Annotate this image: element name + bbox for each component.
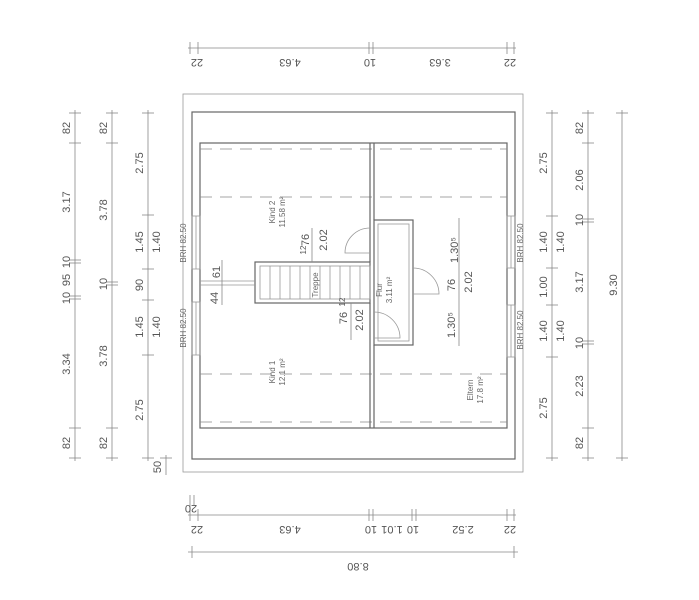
svg-text:2.75: 2.75 <box>134 152 146 173</box>
svg-text:90: 90 <box>134 279 146 291</box>
staircase <box>200 261 371 304</box>
dimension-left: 82 3.17 10 95 10 3.34 82 82 3.78 10 3.78… <box>61 110 172 475</box>
room-kind1-area: 12.1 m² <box>278 358 287 385</box>
window-label: BRH 82.50 <box>179 308 188 348</box>
svg-text:10: 10 <box>407 523 419 535</box>
dimension-right: 2.75 1.40 1.40 1.00 1.40 1.40 2.75 82 2.… <box>538 110 628 461</box>
svg-text:8.80: 8.80 <box>347 560 368 572</box>
svg-text:1.40: 1.40 <box>151 231 163 252</box>
svg-text:1.40: 1.40 <box>538 320 550 341</box>
interior-dimensions: 44 61 12 76 2.02 76 12 2.02 1.30⁵ 76 2.0… <box>209 218 475 346</box>
svg-text:9.30: 9.30 <box>608 274 620 295</box>
svg-text:3.17: 3.17 <box>574 271 586 292</box>
room-flur-area: 3.11 m² <box>385 276 394 303</box>
svg-text:44: 44 <box>209 292 221 304</box>
svg-text:95: 95 <box>61 274 73 286</box>
room-eltern-name: Eltern <box>466 380 475 401</box>
svg-text:4.63: 4.63 <box>279 56 300 68</box>
svg-text:22: 22 <box>191 56 203 68</box>
room-kind1-name: Kind 1 <box>268 360 277 383</box>
svg-text:10: 10 <box>574 214 586 226</box>
window-label: BRH 82.50 <box>179 223 188 263</box>
svg-text:10: 10 <box>364 56 376 68</box>
svg-text:1.45: 1.45 <box>134 316 146 337</box>
svg-text:2.02: 2.02 <box>463 271 475 292</box>
svg-text:2.75: 2.75 <box>538 397 550 418</box>
svg-text:22: 22 <box>504 523 516 535</box>
svg-text:3.63: 3.63 <box>429 56 450 68</box>
svg-text:1.00: 1.00 <box>538 276 550 297</box>
svg-text:2.06: 2.06 <box>574 169 586 190</box>
room-flur-name: Flur <box>375 283 384 297</box>
svg-text:2.02: 2.02 <box>318 229 330 250</box>
svg-text:1.01: 1.01 <box>381 523 402 535</box>
svg-text:1.45: 1.45 <box>134 231 146 252</box>
svg-text:2.23: 2.23 <box>574 375 586 396</box>
svg-text:12: 12 <box>299 245 308 254</box>
svg-text:12: 12 <box>338 297 347 306</box>
svg-text:20: 20 <box>185 502 197 514</box>
svg-text:76: 76 <box>338 312 350 324</box>
svg-text:10: 10 <box>61 292 73 304</box>
svg-text:3.17: 3.17 <box>61 191 73 212</box>
svg-text:2.52: 2.52 <box>452 523 473 535</box>
svg-text:82: 82 <box>98 437 110 449</box>
roof-outline <box>182 93 524 473</box>
svg-text:10: 10 <box>61 256 73 268</box>
svg-text:50: 50 <box>152 461 164 473</box>
svg-text:1.40: 1.40 <box>151 316 163 337</box>
svg-text:82: 82 <box>574 122 586 134</box>
svg-text:82: 82 <box>61 122 73 134</box>
windows <box>191 215 516 358</box>
svg-text:1.30⁵: 1.30⁵ <box>449 237 461 263</box>
svg-text:4.63: 4.63 <box>279 523 300 535</box>
svg-text:22: 22 <box>191 523 203 535</box>
room-eltern-area: 17.8 m² <box>476 376 485 403</box>
svg-text:3.78: 3.78 <box>98 345 110 366</box>
svg-text:82: 82 <box>574 437 586 449</box>
svg-text:2.75: 2.75 <box>538 152 550 173</box>
window-label: BRH 82.50 <box>516 310 525 350</box>
inner-wall <box>199 142 508 429</box>
svg-text:10: 10 <box>574 337 586 349</box>
svg-text:2.75: 2.75 <box>134 399 146 420</box>
window-label: BRH 82.50 <box>516 223 525 263</box>
slope-lines <box>200 148 507 423</box>
svg-text:22: 22 <box>504 56 516 68</box>
room-kind2-name: Kind 2 <box>268 200 277 223</box>
svg-text:76: 76 <box>300 234 312 246</box>
svg-text:1.40: 1.40 <box>555 231 567 252</box>
svg-text:82: 82 <box>61 437 73 449</box>
svg-text:10: 10 <box>365 523 377 535</box>
flur-walls <box>373 219 414 346</box>
room-kind2-area: 11.58 m² <box>278 196 287 227</box>
svg-text:10: 10 <box>98 278 110 290</box>
room-treppe-name: Treppe <box>311 272 320 298</box>
svg-text:61: 61 <box>211 266 223 278</box>
svg-text:2.02: 2.02 <box>354 309 366 330</box>
svg-text:1.30⁵: 1.30⁵ <box>446 312 458 338</box>
doors <box>344 227 440 339</box>
svg-text:82: 82 <box>98 122 110 134</box>
svg-text:1.40: 1.40 <box>538 231 550 252</box>
svg-text:3.34: 3.34 <box>61 353 73 374</box>
dimension-bottom: 20 22 4.63 10 1.01 10 2.52 22 8.80 <box>185 495 518 572</box>
svg-text:76: 76 <box>446 279 458 291</box>
outer-wall <box>191 111 516 460</box>
dimension-top: 22 4.63 10 3.63 22 <box>188 42 516 68</box>
svg-text:1.40: 1.40 <box>555 320 567 341</box>
svg-text:3.78: 3.78 <box>98 199 110 220</box>
partition-wall <box>369 143 375 428</box>
